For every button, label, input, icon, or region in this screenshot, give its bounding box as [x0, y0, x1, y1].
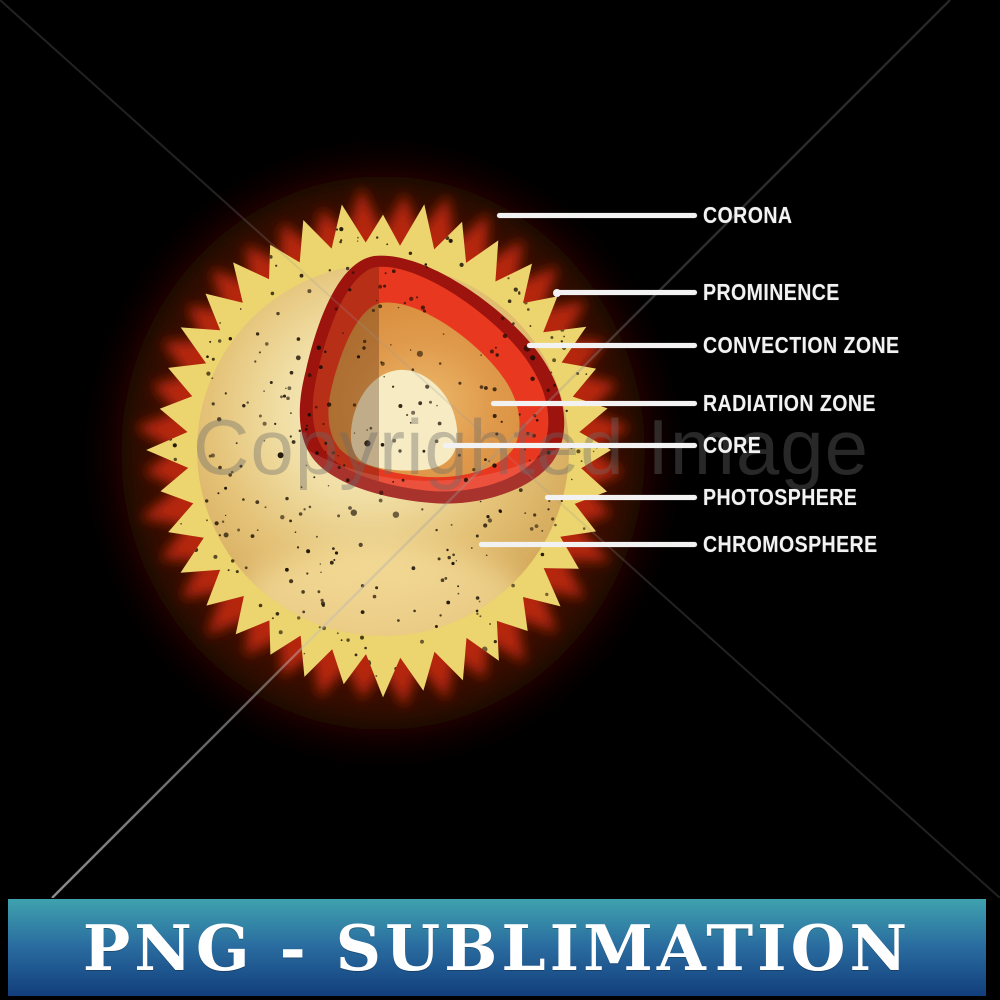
label-convection-zone: CONVECTION ZONE: [703, 332, 900, 358]
leader-line-convection-zone: [527, 343, 697, 348]
leader-line-photosphere: [545, 495, 697, 500]
leader-line-chromosphere: [479, 542, 697, 547]
label-layer: CORONA PROMINENCE CONVECTION ZONE RADIAT…: [443, 202, 900, 557]
leader-line-corona: [497, 213, 697, 218]
leader-line-radiation-zone: [491, 401, 697, 406]
label-corona: CORONA: [703, 202, 793, 228]
leader-line-prominence: [553, 289, 697, 297]
label-chromosphere: CHROMOSPHERE: [703, 531, 878, 557]
label-prominence: PROMINENCE: [703, 279, 840, 305]
product-banner: PNG - SUBLIMATION: [8, 899, 986, 996]
leader-line-core: [443, 443, 697, 448]
banner-title: PNG - SUBLIMATION: [82, 910, 912, 985]
label-radiation-zone: RADIATION ZONE: [703, 390, 876, 416]
label-photosphere: PHOTOSPHERE: [703, 484, 858, 510]
label-core: CORE: [703, 432, 762, 458]
